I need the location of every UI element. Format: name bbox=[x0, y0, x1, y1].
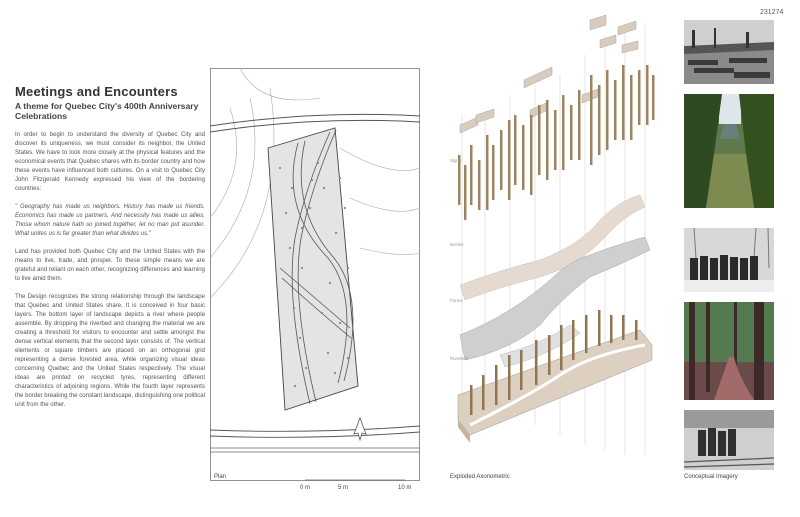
text-column: Meetings and Encounters A theme for Queb… bbox=[15, 84, 205, 410]
axo-layer-label-riverbed: Riverbed bbox=[450, 356, 469, 361]
photo-logging-yard bbox=[684, 20, 774, 84]
page-title: Meetings and Encounters bbox=[15, 84, 178, 99]
axo-layer-label-forest: Forest bbox=[450, 298, 463, 303]
page-code: 231274 bbox=[760, 9, 784, 16]
subtitle-line-1: A theme for Quebec City's 400th Annivers… bbox=[15, 101, 199, 111]
axo-caption: Exploded Axonometric bbox=[450, 474, 510, 480]
photo-forest-path bbox=[684, 302, 774, 400]
land-paragraph: Land has provided both Quebec City and t… bbox=[15, 249, 205, 282]
page-subtitle: A theme for Quebec City's 400th Annivers… bbox=[15, 101, 205, 121]
subtitle-line-2: Celebrations bbox=[15, 111, 68, 121]
scale-label-0: 0 m bbox=[300, 485, 311, 491]
axo-layer-label-signs: Signs bbox=[450, 158, 462, 163]
exploded-axonometric-drawing bbox=[457, 15, 655, 455]
photo-forest-clearing bbox=[684, 94, 774, 208]
photo-group-of-loggers bbox=[684, 228, 774, 292]
axo-layer-label-border: Border bbox=[450, 242, 464, 247]
imagery-caption: Conceptual Imagery bbox=[684, 474, 738, 480]
photo-group-at-station bbox=[684, 410, 774, 470]
intro-paragraph: In order to begin to understand the dive… bbox=[15, 132, 205, 192]
design-paragraph: The Design recognizes the strong relatio… bbox=[15, 294, 205, 408]
scale-label-5: 5 m bbox=[338, 485, 349, 491]
plan-caption: Plan bbox=[214, 474, 227, 480]
kennedy-quote: " Geography has made us neighbors. Histo… bbox=[15, 204, 205, 237]
scale-label-10: 10 m bbox=[398, 485, 412, 491]
site-plan-drawing bbox=[210, 68, 420, 481]
